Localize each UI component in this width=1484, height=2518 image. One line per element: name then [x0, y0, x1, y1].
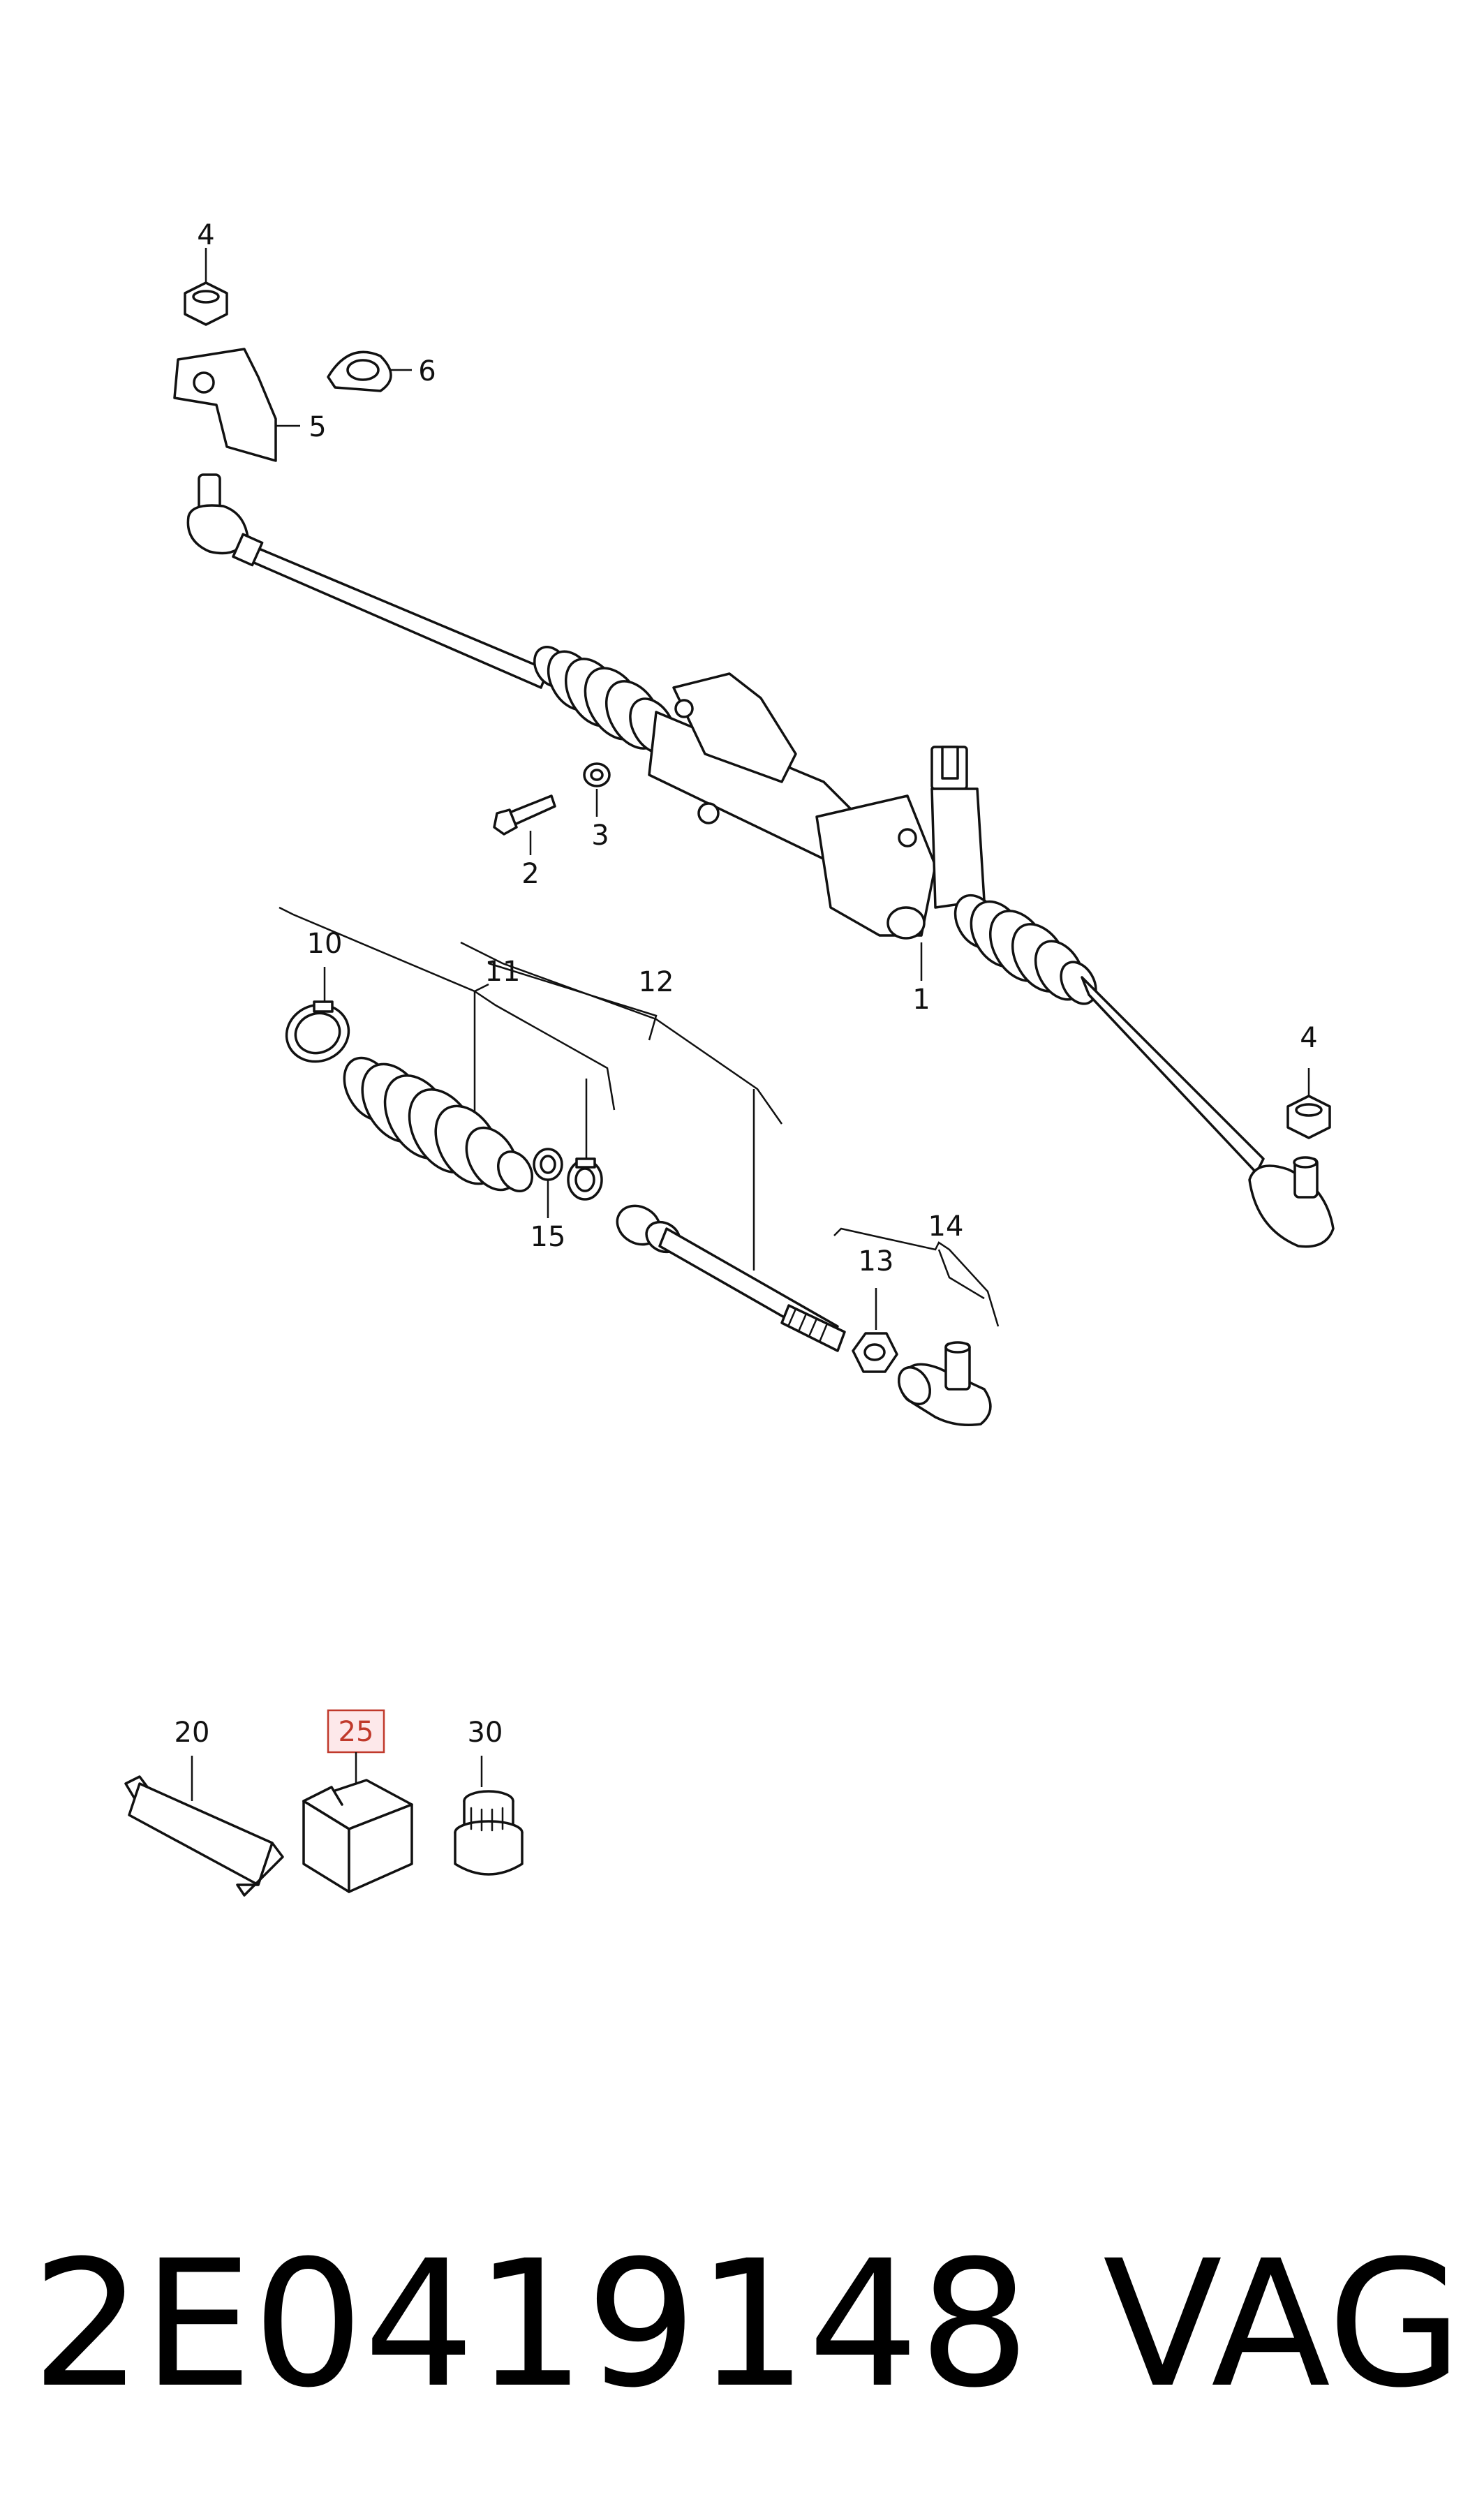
- tie-rod-end-part-14: [897, 1341, 992, 1426]
- group-bracket-11: [474, 990, 616, 1111]
- cap-part-30: [454, 1756, 524, 1876]
- grease-tube-part-20: [124, 1756, 284, 1897]
- clamp-ring-part-10: [285, 967, 350, 1063]
- ring-part-15: [533, 1148, 563, 1218]
- callout-4-right: 4: [1300, 1022, 1317, 1054]
- callout-3: 3: [591, 820, 609, 852]
- nut-part-13: [852, 1288, 898, 1373]
- callout-30: 30: [468, 1717, 503, 1749]
- callout-25: 25: [339, 1716, 374, 1748]
- callout-10: 10: [307, 928, 343, 960]
- callout-13: 13: [859, 1245, 894, 1277]
- highlight-box-25: [327, 1709, 385, 1754]
- part-number-caption: 2E0419148: [31, 2223, 1030, 2426]
- bolt-part-2: [493, 794, 556, 855]
- group-bracket-10: [279, 906, 489, 1131]
- washer-part-3: [583, 762, 611, 817]
- right-boot: [954, 894, 1097, 1005]
- callout-14: 14: [928, 1210, 964, 1243]
- callout-12: 12: [639, 966, 674, 998]
- callout-1: 1: [912, 984, 930, 1016]
- callout-2: 2: [521, 858, 539, 890]
- callout-15: 15: [530, 1221, 566, 1253]
- nut-part-4-right: [1286, 1068, 1331, 1139]
- callout-5: 5: [309, 411, 326, 443]
- box-part-25: [302, 1752, 413, 1893]
- clamp-part-6: [327, 350, 412, 392]
- callout-6: 6: [418, 355, 436, 387]
- group-bracket-14: [833, 1227, 1000, 1327]
- group-bracket-12: [460, 941, 783, 1271]
- callout-11: 11: [485, 956, 521, 988]
- brand-caption: VAG: [1103, 2223, 1463, 2426]
- steering-rack-part-1: [186, 473, 1335, 1248]
- bracket-part-5: [173, 348, 300, 462]
- boot-assembly: [343, 1056, 533, 1192]
- nut-part-4-top: [184, 248, 228, 326]
- inner-tie-rod-part-12: [616, 1204, 846, 1352]
- clip-part-11: [567, 1079, 603, 1201]
- callout-20: 20: [175, 1717, 210, 1749]
- left-boot: [533, 646, 676, 755]
- callout-4-top: 4: [197, 219, 214, 251]
